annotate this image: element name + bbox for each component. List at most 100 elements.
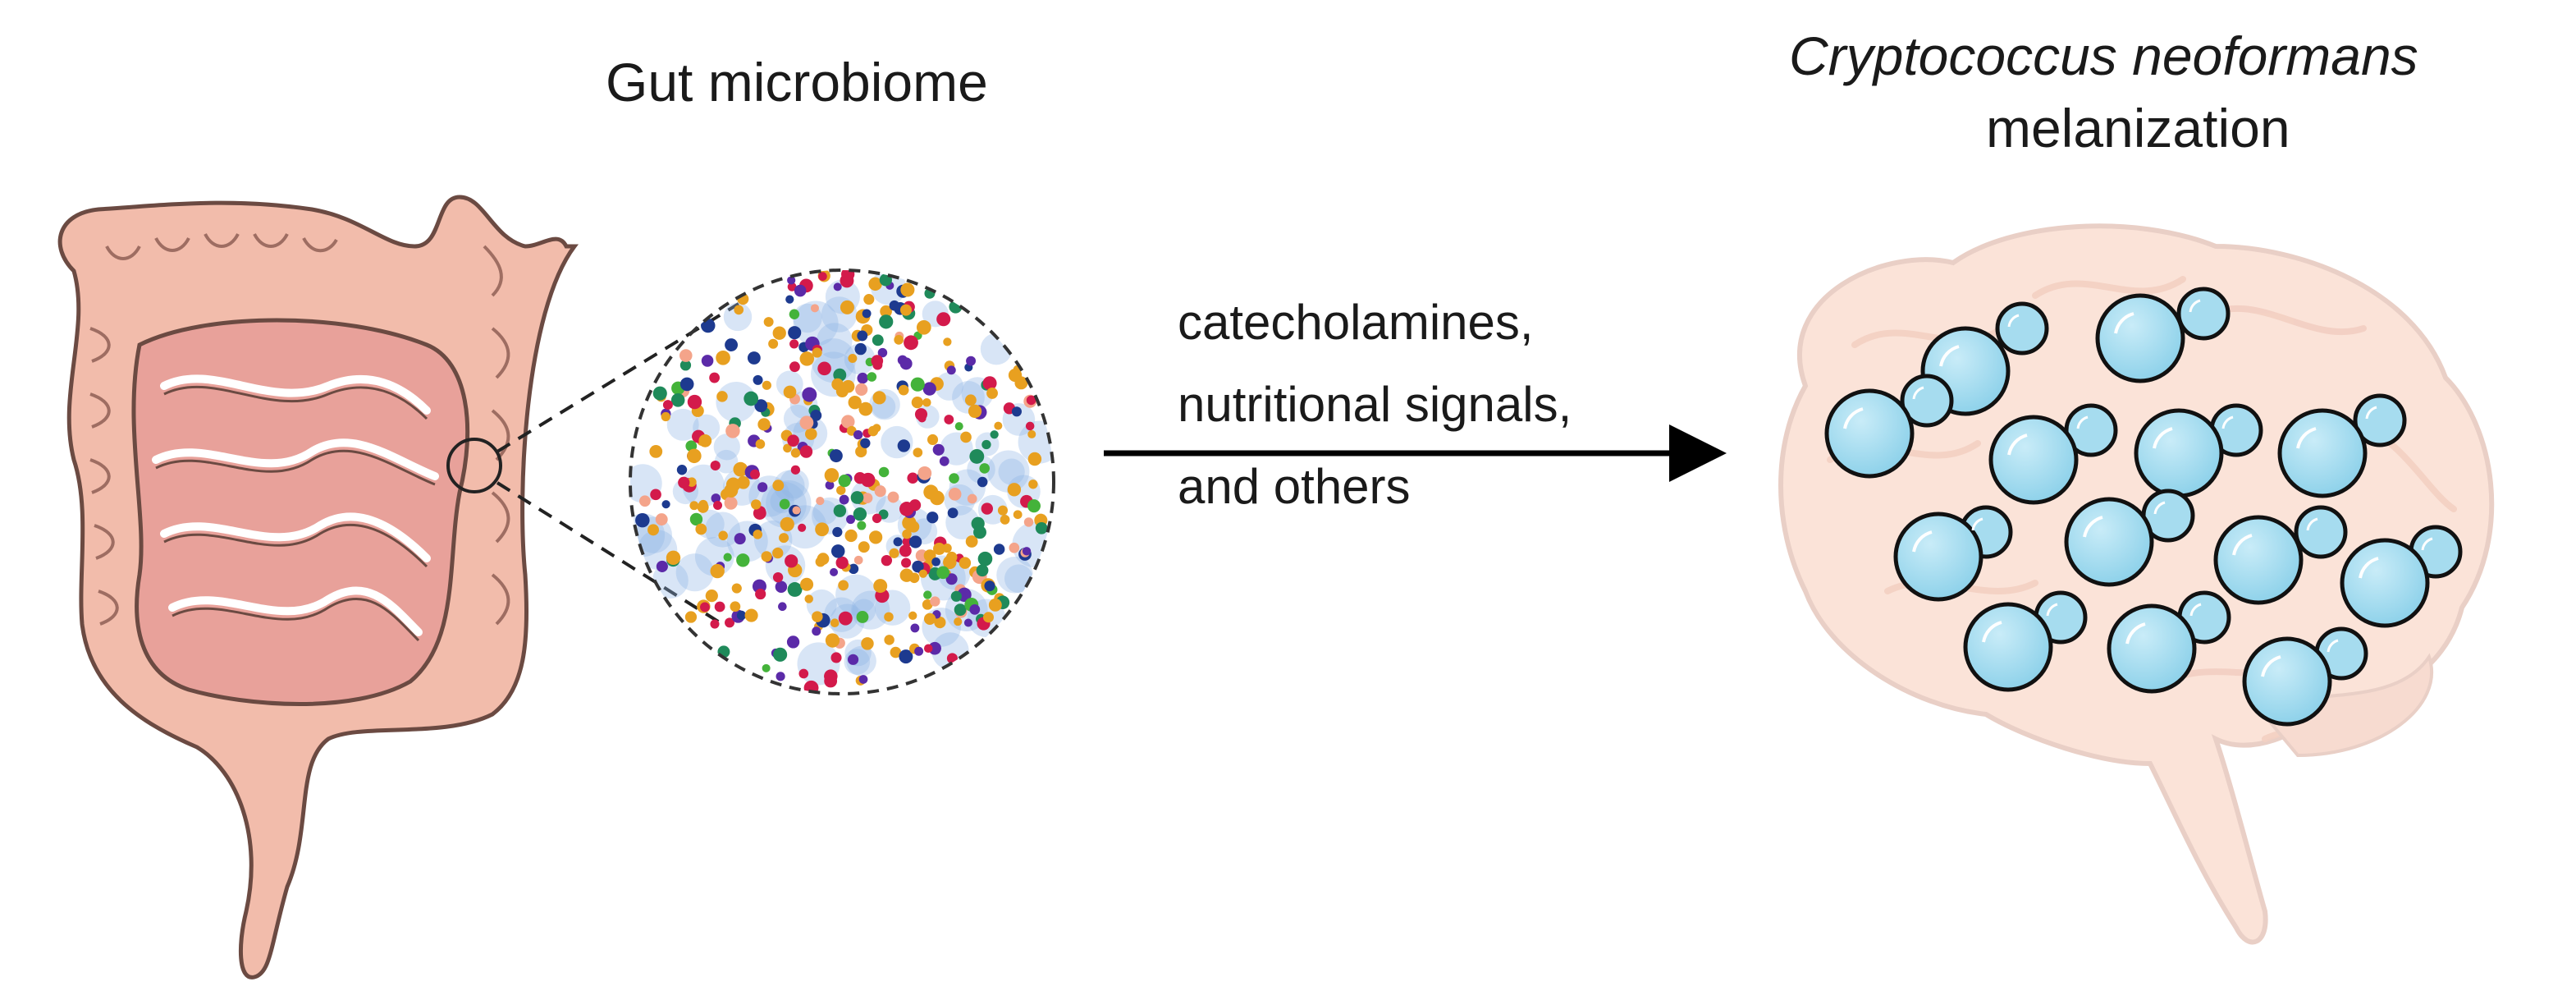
bacterium-dot [775,580,788,594]
bacterium-dot [1023,517,1034,527]
haze-blob [844,343,876,375]
bacterium-dot [954,603,967,616]
bacterium-dot [710,563,725,579]
bacterium-dot [798,668,809,679]
bacterium-dot [872,513,882,524]
bacterium-dot [968,404,982,419]
bacterium-dot [755,588,766,600]
bacterium-dot [830,544,845,558]
signal-label: catecholamines, [1178,295,1534,350]
bacterium-dot [930,490,945,506]
bacterium-dot [853,430,863,440]
bacterium-dot [789,361,800,373]
bacterium-dot [817,361,831,376]
signal-label: and others [1178,459,1411,514]
bacterium-dot [830,567,839,576]
bacterium-dot [907,472,918,484]
bacterium-dot [1022,547,1032,556]
haze-blob [714,449,739,474]
bacterium-dot [862,493,873,503]
bacterium-dot [810,410,822,421]
bacterium-dot [697,501,709,513]
yeast-cell-icon [2095,287,2231,383]
bacterium-dot [1000,515,1010,525]
bacterium-dot [922,382,936,396]
haze-blob [713,434,740,461]
bacterium-dot [884,612,894,622]
bacterium-dot [967,493,977,504]
bacterium-dot [863,294,875,305]
bacterium-dot [838,475,851,488]
haze-blob [1012,521,1054,568]
bacterium-dot [830,652,842,663]
bacterium-dot [761,551,772,562]
bacterium-dot [787,434,799,447]
bacterium-dot [790,465,801,475]
bacterium-dot [943,337,952,346]
bacterium-dot [786,635,800,649]
bacterium-dot [736,553,750,567]
bacterium-dot [825,633,840,648]
bacterium-dot [714,601,725,612]
bacterium-dot [785,554,798,568]
bacterium-dot [661,411,670,422]
bacterium-dot [913,447,923,457]
bacterium-dot [880,305,892,318]
bacterium-dot [873,579,888,594]
bacterium-dot [733,461,748,477]
bacterium-dot [893,537,903,547]
bacterium-dot [825,480,835,490]
bacterium-dot [744,391,759,406]
bacterium-dot [918,569,927,578]
bacterium-dot [794,284,807,297]
bacterium-dot [950,590,962,602]
yeast-cell-icon [2064,489,2195,587]
bacterium-dot [848,353,858,363]
bacterium-dot [716,391,728,402]
bacterium-dot [800,577,814,591]
bacterium-dot [792,506,801,515]
haze-blob [987,450,1030,493]
bacterium-dot [835,385,849,398]
bacterium-dot [711,493,721,503]
haze-blob [846,645,876,677]
bacterium-dot [730,601,741,612]
bacterium-dot [936,566,950,580]
bacterium-dot [981,439,991,450]
yeast-cell-icon [2213,505,2348,605]
bacterium-dot [830,618,840,627]
bacterium-dot [687,394,702,410]
bacterium-dot [887,491,899,503]
bacterium-dot [923,549,936,562]
bacterium-dot [853,507,867,521]
bacterium-dot [840,300,854,314]
yeast-cell-icon [2340,525,2463,628]
bacterium-dot [649,445,663,458]
bacterium-dot [841,415,855,429]
bacterium-dot [1026,395,1036,406]
bacterium-dot [635,512,650,528]
bacterium-dot [910,623,920,633]
bacterium-dot [860,438,871,448]
bacterium-dot [959,557,972,569]
bacterium-dot [911,397,923,409]
bacterium-dot [639,495,651,507]
bacterium-dot [963,618,972,627]
bacterium-dot [1027,452,1042,466]
bacterium-dot [910,377,925,392]
bacterium-dot [964,394,977,406]
bacterium-dot [736,475,750,489]
bacterium-dot [833,282,842,291]
bacterium-dot [824,674,838,688]
bacterium-dot [874,485,886,498]
bacterium-dot [923,590,932,599]
bacterium-dot [889,548,899,558]
melanization-label: melanization [1986,98,2290,158]
bacterium-dot [839,494,849,505]
bacterium-dot [790,448,801,458]
bacterium-dot [848,396,862,410]
bacterium-dot [844,529,858,543]
bacterium-dot [804,594,813,603]
bacterium-dot [751,499,762,510]
